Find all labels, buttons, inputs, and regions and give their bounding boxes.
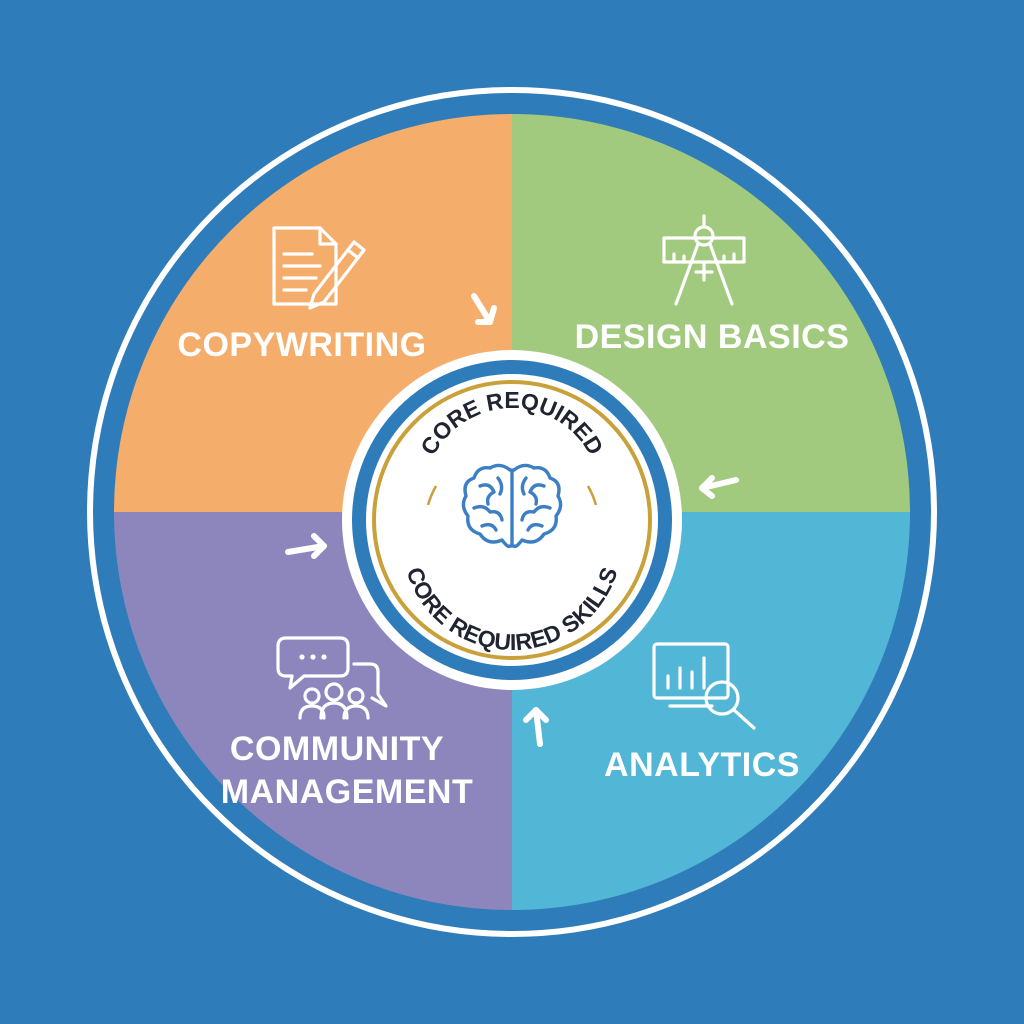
analytics-label: ANALYTICS bbox=[604, 746, 800, 784]
brain-icon bbox=[461, 463, 563, 549]
core-gold-accent-right bbox=[586, 485, 598, 506]
document-pencil-icon bbox=[272, 226, 366, 310]
chart-magnifier-icon bbox=[652, 642, 756, 730]
core-gold-accent-left bbox=[426, 485, 438, 506]
compass-ruler-icon bbox=[662, 214, 746, 306]
arrow-to-core-analytics bbox=[523, 707, 549, 747]
arrow-to-core-design bbox=[699, 475, 739, 499]
design-basics-label: DESIGN BASICS bbox=[575, 318, 850, 356]
community-label-line1: COMMUNITY bbox=[230, 730, 444, 768]
community-label-line2: MANAGEMENT bbox=[221, 773, 473, 811]
arrow-to-core-copywriting bbox=[471, 293, 497, 325]
core-gold-ring bbox=[372, 380, 652, 660]
copywriting-label: COPYWRITING bbox=[177, 326, 426, 364]
arrow-to-core-community bbox=[285, 533, 327, 559]
outer-ring bbox=[87, 87, 937, 937]
chat-people-icon bbox=[276, 636, 388, 720]
